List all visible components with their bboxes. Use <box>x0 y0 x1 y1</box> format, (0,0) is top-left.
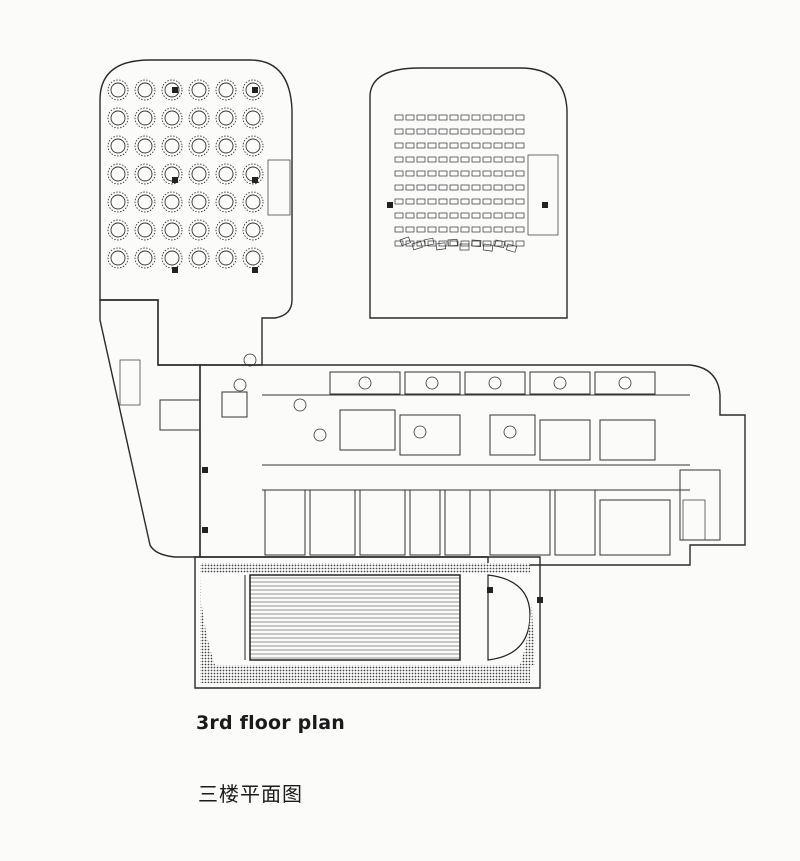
plan-title-chinese: 三楼平面图 <box>198 782 303 806</box>
banquet-hall-outline <box>99 59 293 366</box>
lecture-seating <box>394 114 525 253</box>
meeting-furniture <box>233 353 632 442</box>
swimming-pool <box>200 563 535 683</box>
stairs <box>119 154 706 541</box>
plan-title-english: 3rd floor plan <box>196 712 345 734</box>
lecture-hall-outline <box>369 67 568 319</box>
pool-area-outline <box>194 556 541 689</box>
interior-walls <box>159 371 721 556</box>
floor-plan-drawing <box>99 59 746 689</box>
columns <box>172 87 548 603</box>
banquet-tables <box>107 79 264 269</box>
east-wing-outline <box>199 364 746 566</box>
west-lobby-outline <box>99 299 201 558</box>
